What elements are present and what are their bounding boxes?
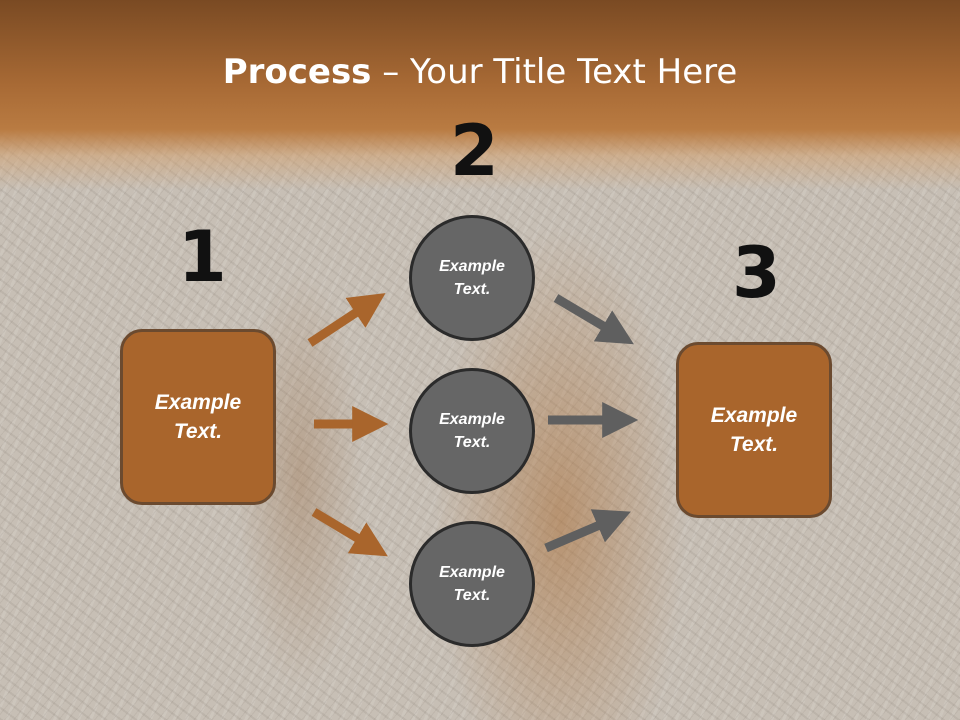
step-1-number: 1 — [178, 216, 227, 298]
arrow-1-to-2a — [307, 293, 386, 347]
step-2-circle-bottom: Example Text. — [409, 521, 535, 647]
step-1-label: Example Text. — [154, 391, 242, 443]
step-3-label: Example Text. — [710, 404, 798, 456]
arrow-1-to-2c — [311, 508, 388, 557]
step-3-number: 3 — [732, 232, 781, 314]
arrow-2c-to-3 — [544, 509, 631, 553]
title-rest: – Your Title Text Here — [371, 52, 738, 92]
arrow-2a-to-3 — [553, 294, 634, 345]
step-1-box: Example Text. — [120, 329, 276, 505]
step-2-circle-top: Example Text. — [409, 215, 535, 341]
circle-bottom-label: Example Text. — [439, 564, 505, 604]
circle-top-label: Example Text. — [439, 258, 505, 298]
step-3-box: Example Text. — [676, 342, 832, 518]
step-2-number: 2 — [450, 110, 499, 192]
slide-title: Process – Your Title Text Here — [0, 52, 960, 92]
title-bold: Process — [222, 52, 372, 92]
circle-middle-label: Example Text. — [439, 411, 505, 451]
step-2-circle-middle: Example Text. — [409, 368, 535, 494]
title-banner — [0, 0, 960, 190]
